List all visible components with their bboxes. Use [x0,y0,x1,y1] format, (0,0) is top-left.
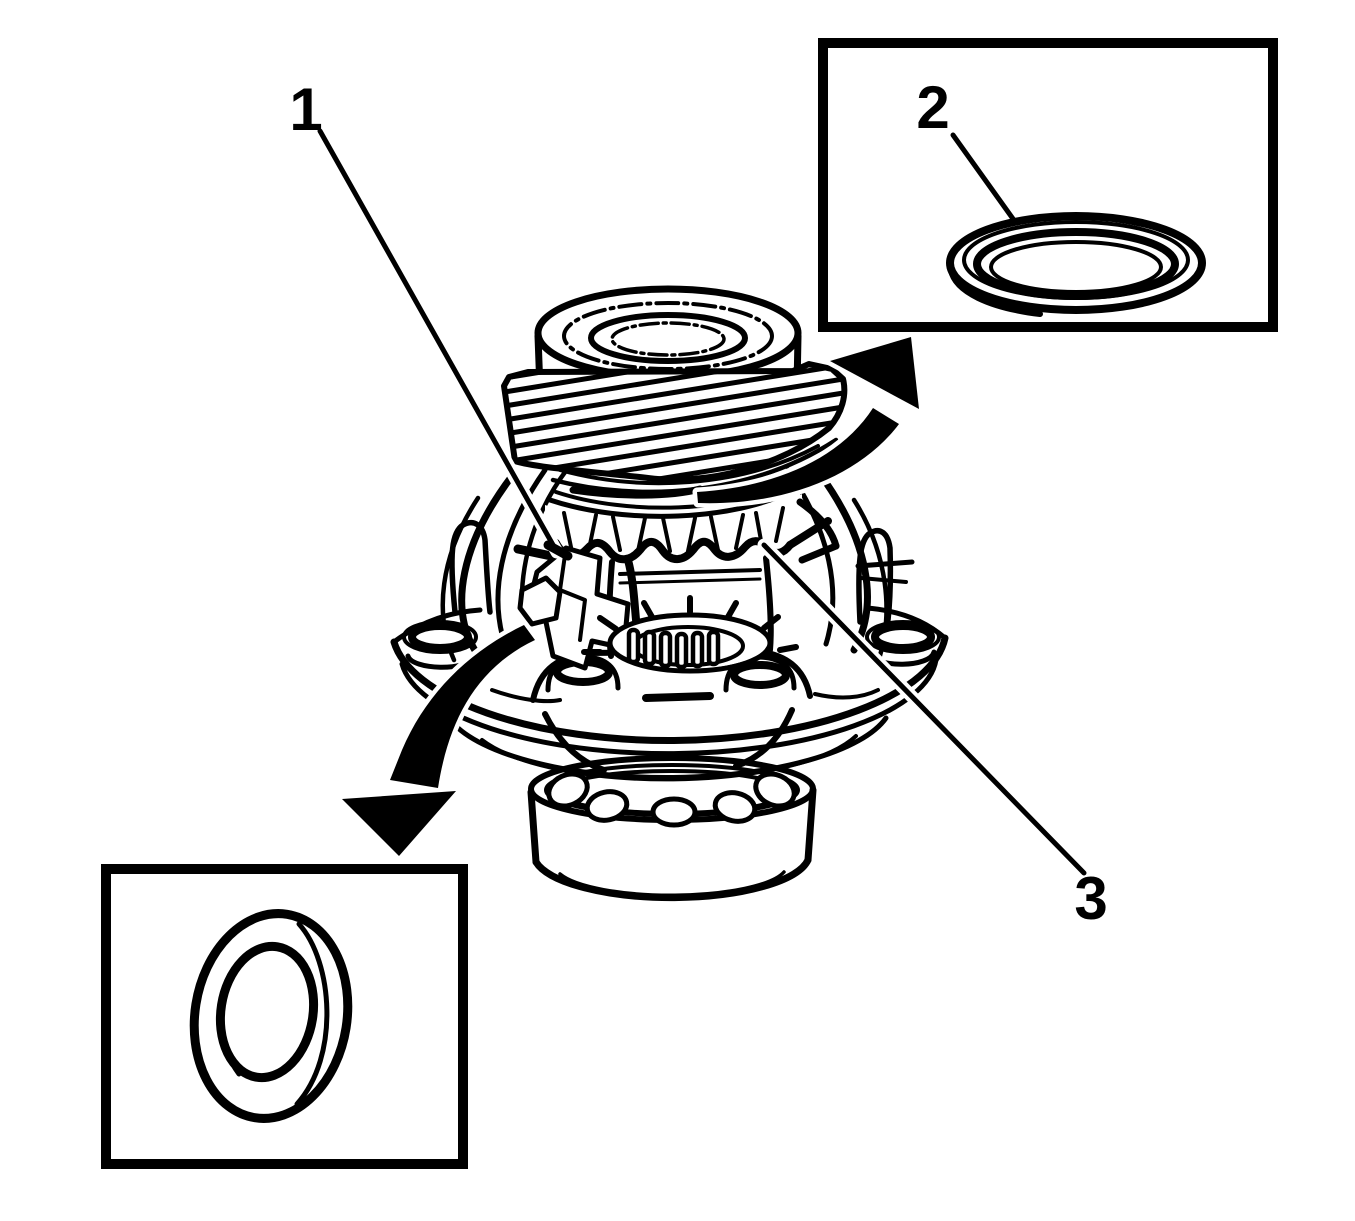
spline-bore-gear [581,595,799,674]
callout-2-leader [950,132,1019,226]
gear-mesh-line [552,537,794,564]
callout-2-label: 2 [916,74,949,141]
curved-arrow-to-top-right [692,332,924,508]
bolt-hole [730,661,790,689]
spline-slots [626,627,721,670]
callout-3-leader [757,538,1091,880]
side-gear-teeth [562,506,785,553]
bearing-roller [650,796,698,828]
callout-1-leader [313,124,573,561]
bolt-hole [408,622,472,652]
side-gear [513,481,840,564]
bearing-roller [546,771,590,809]
thrust-washer-front [189,909,353,1123]
bearing-roller [712,790,758,824]
inset-box-bottom-left [101,864,468,1169]
bearing-roller [584,789,630,823]
callout-3-label: 3 [1074,865,1107,932]
bearing-roller [753,771,797,809]
thrust-washer-perspective [946,212,1206,317]
bolt-hole [871,622,935,652]
inset-frame [818,38,1278,332]
curved-arrow-to-bottom-left [337,620,540,861]
callout-1-label: 1 [289,76,322,143]
inset-box-top-right: 2 [818,38,1278,332]
lower-bearing [527,707,817,902]
